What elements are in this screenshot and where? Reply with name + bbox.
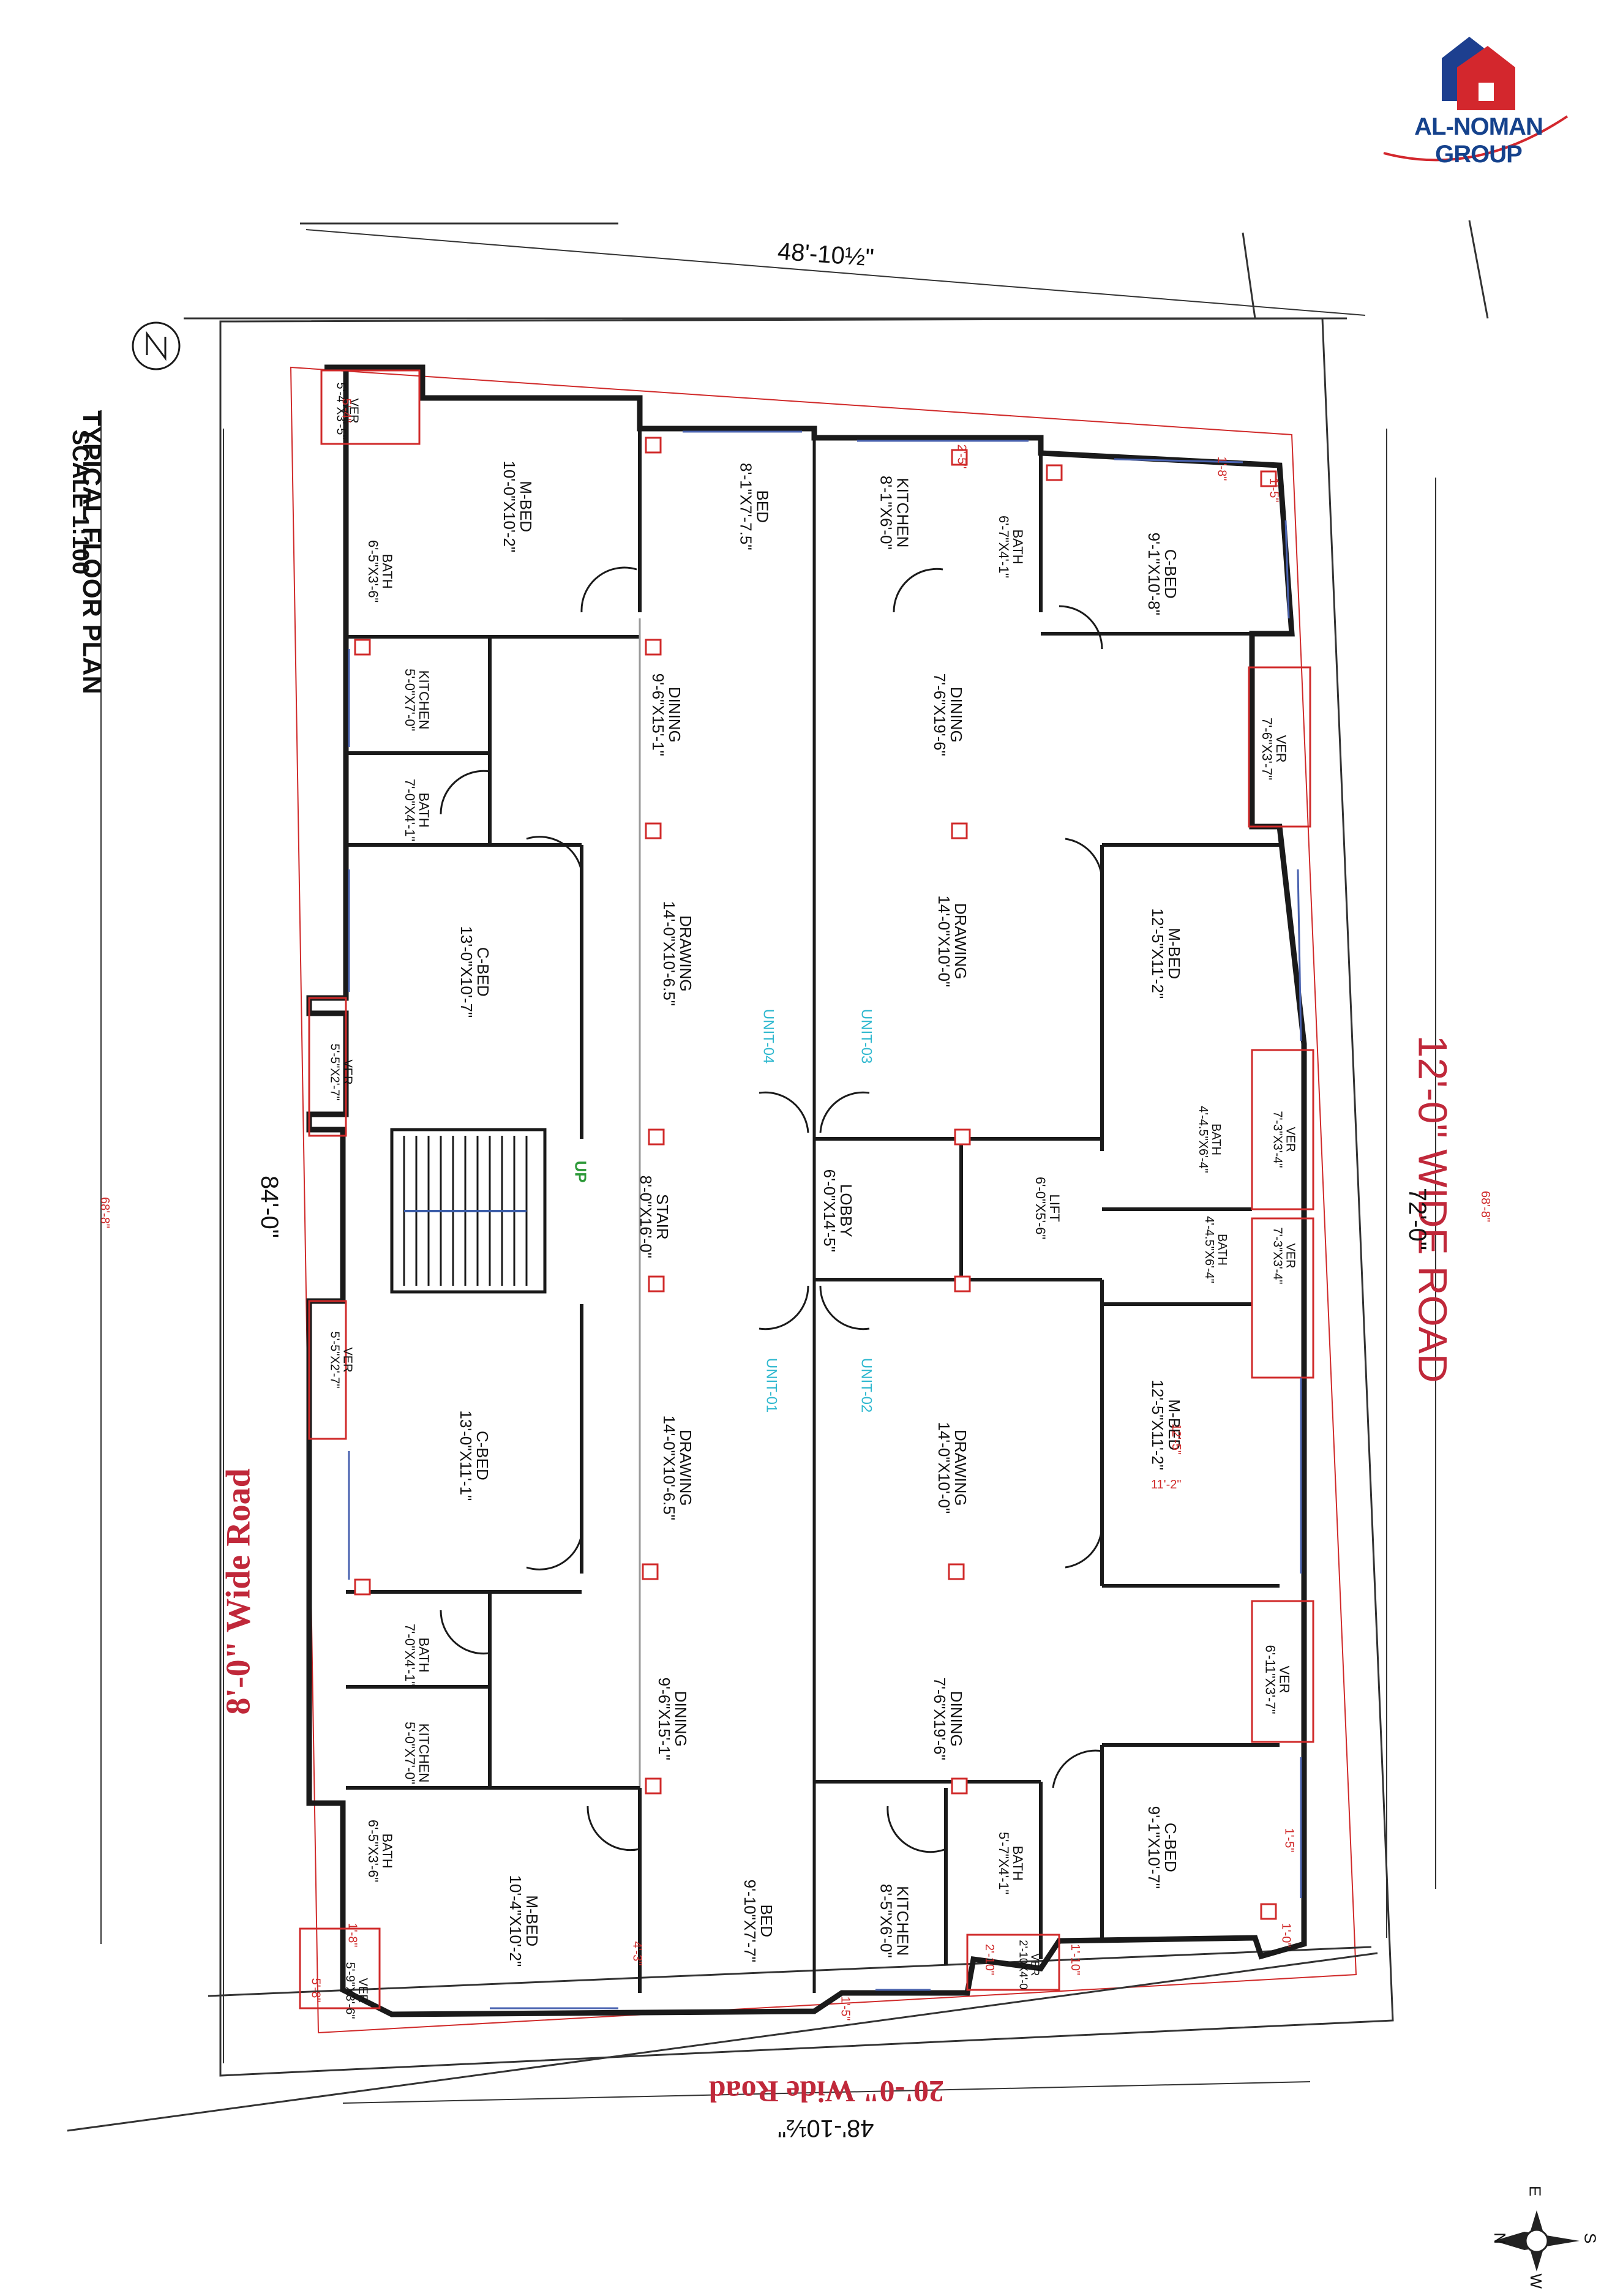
road-south-label: 20'-0" Wide Road [708, 2074, 945, 2109]
small-dim: 5'-4" [339, 398, 353, 423]
small-dim: 1'-8" [1215, 456, 1229, 481]
unit-label-01: UNIT-01 [763, 1357, 780, 1413]
north-arrow-icon [132, 321, 181, 370]
compass-e: E [1526, 2185, 1545, 2197]
stair-up-label: UP [571, 1160, 590, 1183]
al-noman-logo-icon [1383, 37, 1569, 162]
small-dim: 2'-5" [954, 444, 969, 469]
small-dim: 1'-0" [1279, 1923, 1293, 1948]
door-swings [440, 566, 1103, 1853]
brand-name: AL-NOMAN GROUP [1414, 113, 1543, 168]
dimension-lines [100, 229, 1436, 2104]
small-dim: 12'-5" [1169, 1424, 1183, 1455]
dim-left-inner: 68'-8" [97, 1197, 111, 1228]
dim-bottom: 48'-10½" [778, 2115, 874, 2142]
column-markers [354, 437, 1277, 1920]
compass-n: N [1491, 2232, 1510, 2245]
site-boundary [67, 220, 1489, 2132]
small-dim: 1'-5" [1282, 1828, 1296, 1853]
dim-left: 84'-0" [256, 1176, 283, 1238]
compass-s: S [1581, 2232, 1600, 2244]
stair-steps [390, 1128, 547, 1294]
unit-label-03: UNIT-03 [858, 1008, 875, 1064]
small-dim: 4'-3" [630, 1941, 644, 1966]
small-dim: 11'-2" [1151, 1478, 1182, 1491]
dim-right-inner: 68'-8" [1478, 1191, 1492, 1222]
unit-label-02: UNIT-02 [858, 1357, 875, 1413]
small-dim: 1'-8" [345, 1923, 359, 1948]
unit-label-04: UNIT-04 [760, 1008, 777, 1064]
dim-right: 72'-0" [1404, 1188, 1431, 1250]
small-dim: 2'-10" [982, 1944, 996, 1975]
small-dim: 1'-5" [838, 1996, 852, 2021]
small-dim: 1'-10" [1068, 1944, 1082, 1975]
small-dim: 1'-5" [1267, 478, 1281, 503]
road-west-label: 8'-0" Wide Road [219, 1468, 258, 1715]
compass-rose-icon [1494, 2210, 1580, 2272]
small-dim: 5'-8" [309, 1978, 323, 2003]
windows [348, 430, 1302, 2009]
veranda-outlines [299, 369, 1314, 2009]
compass-w: W [1526, 2273, 1545, 2289]
plan-scale: SCALE 1:100 [67, 429, 93, 575]
